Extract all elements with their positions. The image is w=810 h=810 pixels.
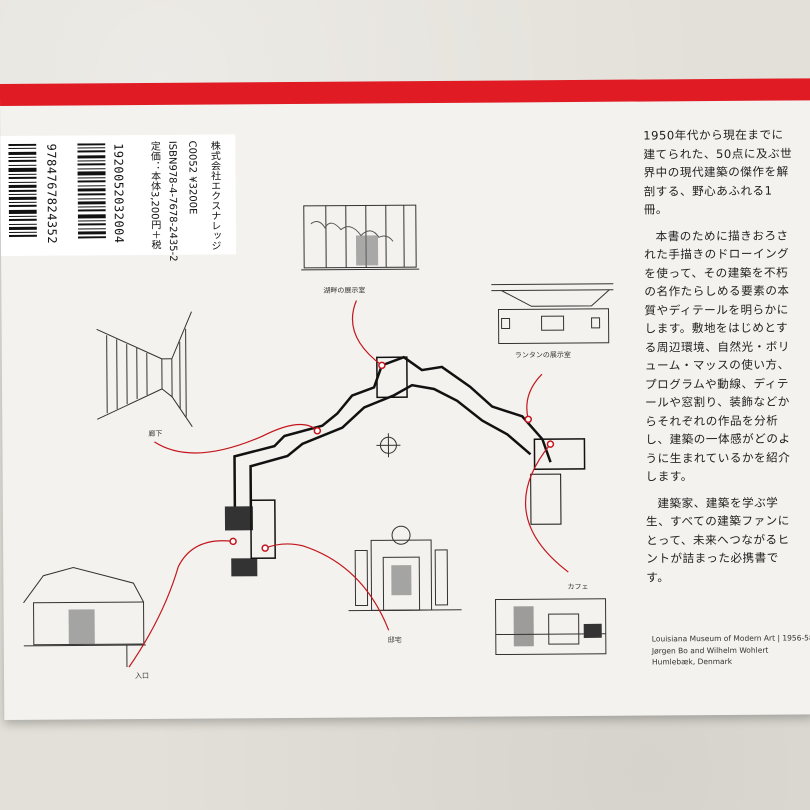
barcode-2: [77, 143, 106, 239]
credit-line-3: Humlebæk, Denmark: [651, 656, 733, 667]
description-paragraph-1: 1950年代から現在までに建てられた、50点に及ぶ世界中の現代建築の傑作を解剖す…: [643, 127, 793, 217]
label-villa: 邸宅: [387, 636, 402, 645]
lantern-gallery-sketch: [491, 283, 614, 345]
description-paragraph-3: 建築家、建築を学ぶ学生、すべての建築ファンにとって、未来へつながるヒントが詰まっ…: [645, 495, 790, 584]
building-credit: Louisiana Museum of Modern Art | 1956-58…: [652, 632, 810, 668]
book-back-cover: 9784767824352 1920052032004 定価：本体3,200円＋…: [0, 78, 810, 720]
label-cafe: カフェ: [567, 582, 589, 592]
entrance-sketch: [23, 566, 146, 668]
route-markers: [229, 361, 555, 552]
description-paragraph-2: 本書のために描きおろされた手描きのドローイングを使って、その建築を不朽の名作たら…: [644, 227, 791, 484]
barcode-panel: 9784767824352 1920052032004 定価：本体3,200円＋…: [0, 134, 237, 262]
cafe-sketch: [495, 598, 607, 656]
label-entrance: 入口: [135, 671, 150, 681]
credit-line-1: Louisiana Museum of Modern Art | 1956-58: [651, 633, 810, 644]
book-description: 1950年代から現在までに建てられた、50点に及ぶ世界中の現代建築の傑作を解剖す…: [643, 125, 796, 594]
route-lines: [128, 300, 569, 668]
lakeside-gallery-sketch: [301, 204, 420, 271]
label-lantern-gallery: ランタンの展示室: [514, 351, 571, 360]
museum-drawing: [23, 204, 614, 668]
label-lakeside-gallery: 湖畔の展示室: [323, 286, 366, 295]
barcode-1: [8, 143, 37, 237]
north-arrow: [376, 433, 401, 458]
villa-sketch: [348, 525, 462, 612]
corridor-sketch: [96, 311, 193, 427]
label-corridor: 廊下: [148, 429, 163, 438]
